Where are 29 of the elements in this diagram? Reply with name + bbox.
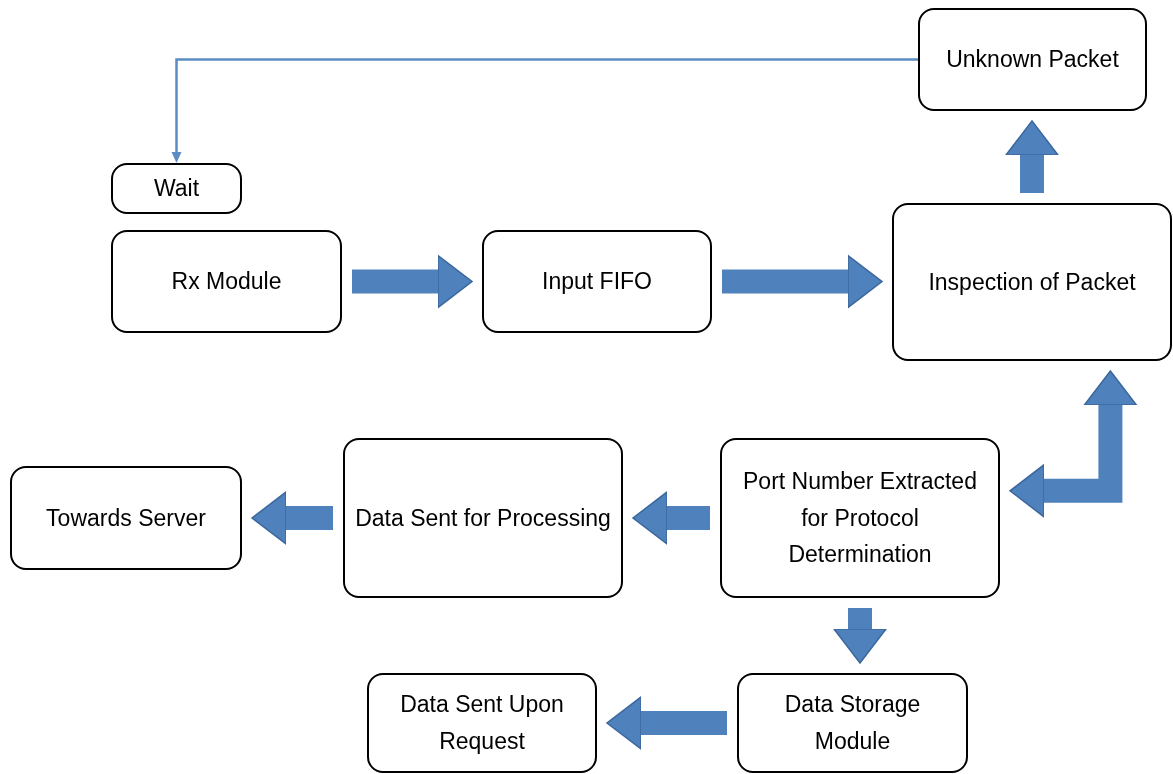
block-arrow — [606, 696, 727, 750]
process-box — [10, 466, 242, 570]
box-label: Data Sent Upon Request — [399, 690, 565, 756]
block-arrow — [251, 491, 333, 545]
box-label: Inspection of Packet — [928, 267, 1136, 297]
box-label: Data Sent for Processing — [355, 503, 611, 533]
block-arrow — [833, 608, 887, 664]
process-box — [482, 230, 712, 333]
process-box — [367, 673, 597, 773]
box-label: Port Number Extracted for Protocol Determination — [742, 466, 978, 570]
process-box — [111, 163, 242, 214]
box-label: Rx Module — [171, 267, 282, 297]
block-arrow — [632, 491, 710, 545]
box-label: Wait — [153, 174, 200, 204]
process-box — [737, 673, 968, 773]
box-label: Input FIFO — [542, 267, 652, 297]
box-label: Unknown Packet — [946, 45, 1119, 75]
arrow — [171, 58, 918, 163]
process-box — [343, 438, 623, 598]
block-arrow — [352, 254, 473, 309]
process-box — [720, 438, 1000, 598]
process-box — [918, 8, 1147, 111]
process-box — [111, 230, 342, 333]
box-label: Towards Server — [46, 503, 206, 533]
block-arrow — [1009, 370, 1138, 518]
block-arrow — [722, 254, 883, 309]
process-box — [892, 203, 1172, 361]
box-label: Data Storage Module — [783, 690, 922, 756]
block-arrow — [1005, 120, 1059, 193]
